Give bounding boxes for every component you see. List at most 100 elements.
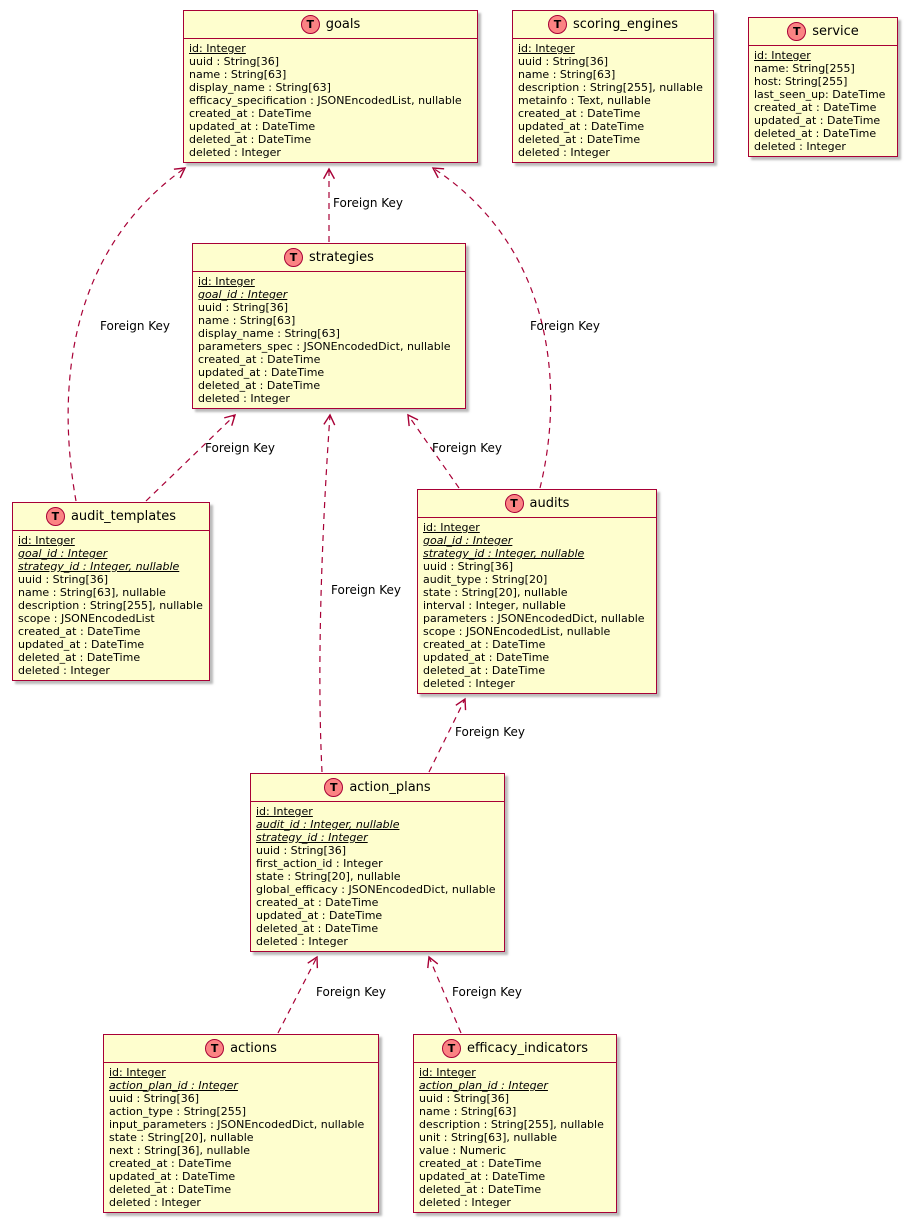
table-name: scoring_engines	[573, 17, 678, 32]
field-foreign-key: strategy_id : Integer	[256, 831, 368, 844]
field-column: uuid : String[36]	[419, 1092, 510, 1105]
field-column: deleted_at : DateTime	[419, 1183, 542, 1196]
table-type-icon: T	[300, 15, 320, 34]
field-column: display_name : String[63]	[189, 81, 331, 94]
field-primary-key: id: Integer	[423, 521, 480, 534]
field-column: deleted : Integer	[518, 146, 610, 159]
field-column: parameters_spec : JSONEncodedDict, nulla…	[198, 340, 451, 353]
field-primary-key: id: Integer	[419, 1066, 476, 1079]
foreign-key-label: Foreign Key	[331, 583, 401, 597]
field-primary-key: id: Integer	[109, 1066, 166, 1079]
field-column: uuid : String[36]	[18, 573, 109, 586]
field-primary-key: id: Integer	[198, 275, 255, 288]
field-column: interval : Integer, nullable	[423, 599, 566, 612]
relationship-actions-to-action_plans	[277, 955, 319, 1034]
relationship-audit_templates-to-goals	[67, 167, 187, 502]
table-type-icon: T	[284, 248, 304, 267]
field-column: audit_type : String[20]	[423, 573, 548, 586]
field-primary-key: id: Integer	[189, 42, 246, 55]
relationship-action_plans-to-strategies	[319, 413, 336, 773]
field-column: uuid : String[36]	[109, 1092, 200, 1105]
field-column: uuid : String[36]	[198, 301, 289, 314]
field-column: deleted_at : DateTime	[518, 133, 641, 146]
field-column: created_at : DateTime	[109, 1157, 232, 1170]
field-column: deleted_at : DateTime	[754, 127, 877, 140]
field-column: description : String[255], nullable	[518, 81, 703, 94]
field-column: updated_at : DateTime	[419, 1170, 546, 1183]
table-name: service	[812, 24, 859, 39]
field-column: updated_at : DateTime	[198, 366, 325, 379]
field-column: last_seen_up: DateTime	[754, 88, 886, 101]
field-column: updated_at : DateTime	[256, 909, 383, 922]
table-name: strategies	[309, 250, 374, 265]
field-column: updated_at : DateTime	[754, 114, 881, 127]
field-column: global_efficacy : JSONEncodedDict, nulla…	[256, 883, 496, 896]
field-column: deleted_at : DateTime	[189, 133, 312, 146]
table-name: audit_templates	[70, 509, 177, 524]
field-foreign-key: goal_id : Integer	[198, 288, 288, 301]
relationship-audits-to-strategies	[407, 413, 460, 489]
table-type-icon: T	[45, 507, 65, 526]
field-column: updated_at : DateTime	[189, 120, 316, 133]
field-column: deleted_at : DateTime	[18, 651, 141, 664]
field-column: uuid : String[36]	[518, 55, 609, 68]
field-column: display_name : String[63]	[198, 327, 340, 340]
table-type-icon: T	[441, 1039, 461, 1058]
field-column: deleted_at : DateTime	[109, 1183, 232, 1196]
table-type-icon: T	[787, 22, 807, 41]
field-column: first_action_id : Integer	[256, 857, 383, 870]
field-column: updated_at : DateTime	[518, 120, 645, 133]
field-column: uuid : String[36]	[189, 55, 280, 68]
field-column: state : String[20], nullable	[423, 586, 568, 599]
field-foreign-key: strategy_id : Integer, nullable	[423, 547, 585, 560]
field-column: description : String[255], nullable	[419, 1118, 604, 1131]
table-name: efficacy_indicators	[466, 1041, 589, 1056]
field-column: created_at : DateTime	[754, 101, 877, 114]
field-column: created_at : DateTime	[419, 1157, 542, 1170]
table-type-icon: T	[324, 778, 344, 797]
field-column: created_at : DateTime	[18, 625, 141, 638]
field-column: name : String[63]	[189, 68, 287, 81]
table-name: goals	[325, 17, 361, 32]
field-column: host: String[255]	[754, 75, 848, 88]
table-name: audits	[529, 496, 570, 511]
relationship-action_plans-to-audits	[428, 697, 467, 773]
foreign-key-label: Foreign Key	[333, 196, 403, 210]
relationship-efficacy_indicators-to-action_plans	[427, 955, 462, 1034]
field-primary-key: id: Integer	[18, 534, 75, 547]
field-column: deleted_at : DateTime	[198, 379, 321, 392]
field-column: input_parameters : JSONEncodedDict, null…	[109, 1118, 365, 1131]
foreign-key-label: Foreign Key	[100, 319, 170, 333]
field-column: updated_at : DateTime	[423, 651, 550, 664]
foreign-key-label: Foreign Key	[432, 441, 502, 455]
field-primary-key: id: Integer	[256, 805, 313, 818]
field-column: deleted : Integer	[109, 1196, 201, 1209]
field-column: updated_at : DateTime	[18, 638, 145, 651]
field-column: state : String[20], nullable	[109, 1131, 254, 1144]
foreign-key-label: Foreign Key	[205, 441, 275, 455]
foreign-key-label: Foreign Key	[530, 319, 600, 333]
field-column: updated_at : DateTime	[109, 1170, 236, 1183]
table-type-icon: T	[548, 15, 568, 34]
field-column: description : String[255], nullable	[18, 599, 203, 612]
table-type-icon: T	[504, 494, 524, 513]
